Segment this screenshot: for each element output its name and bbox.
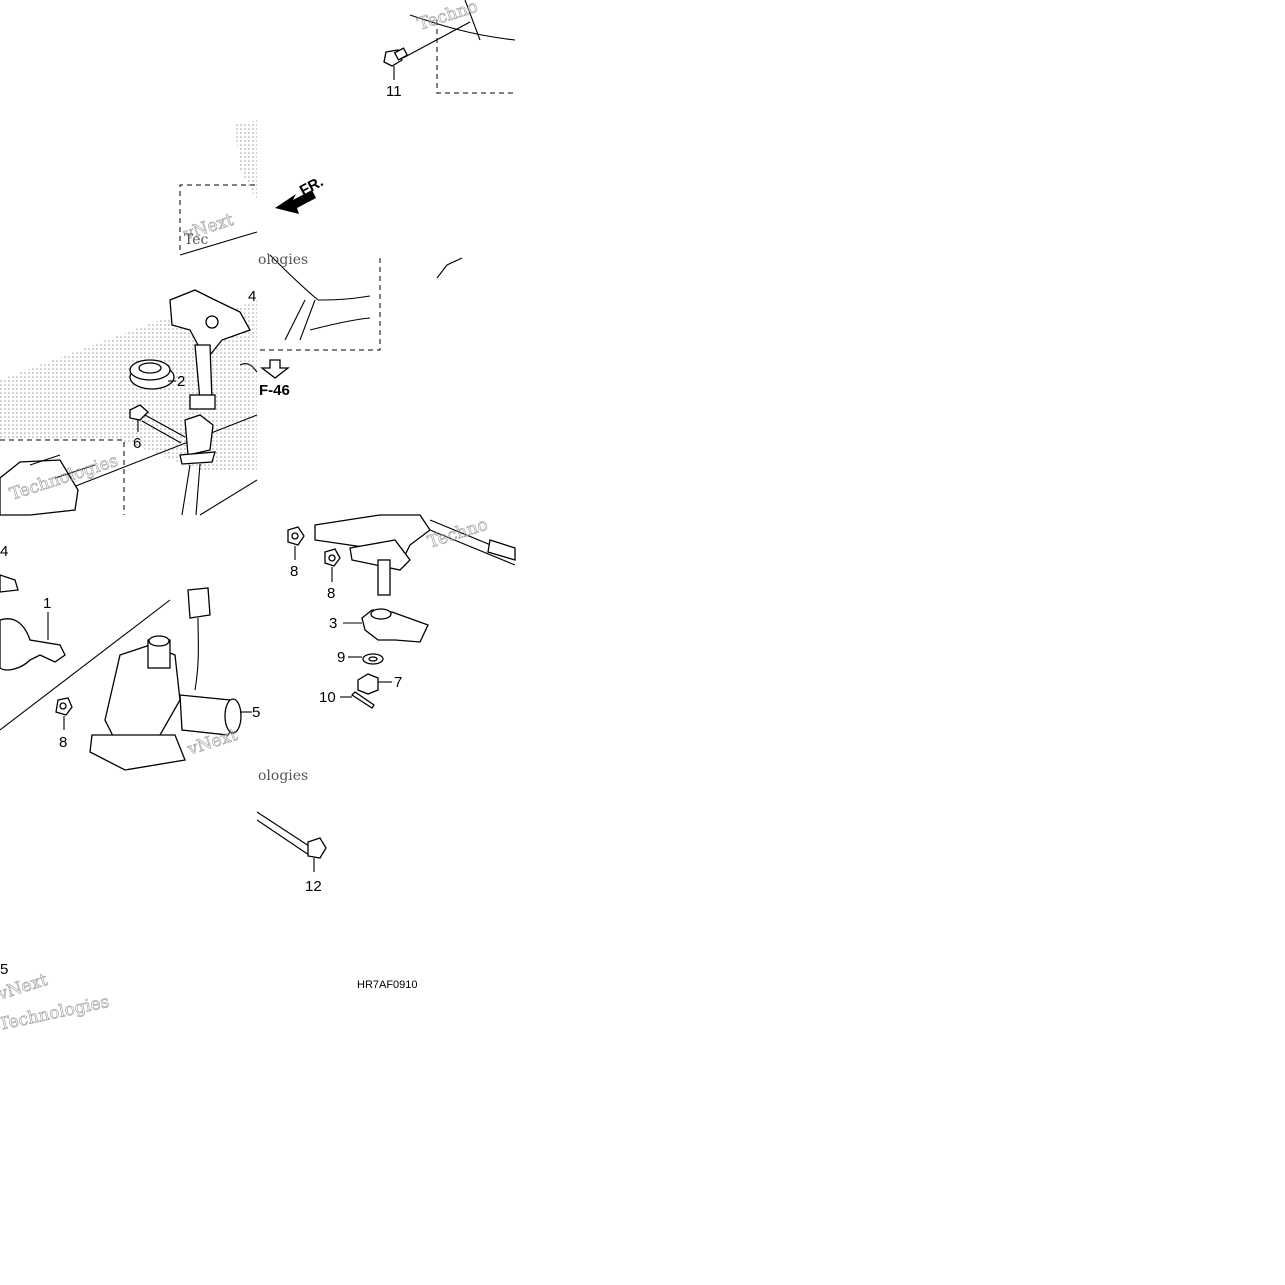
stipple-panel-top (235, 120, 257, 200)
watermark-text: Techno (415, 0, 480, 35)
callout-7: 7 (394, 674, 402, 691)
callout-2: 2 (177, 373, 185, 390)
callout-8-right: 8 (327, 585, 335, 602)
housing-lead (29, 454, 61, 466)
tile-direction: FR. F-46 ologies (239, 173, 463, 399)
bolt-11-shank (402, 21, 471, 59)
frame-line (269, 254, 319, 301)
callout-8-left: 8 (59, 734, 67, 751)
housing-left (0, 459, 79, 516)
arrow-icon (275, 190, 316, 214)
dust-seal-part-2 (129, 359, 175, 390)
body-line-3 (199, 479, 258, 516)
dashed-frame-mid (257, 258, 381, 351)
dashed-frame-upper (179, 184, 257, 250)
dashed-frame-top (436, 20, 515, 94)
cotter-pin-part-10 (350, 691, 375, 709)
shaft-lower (181, 464, 191, 516)
direction-label: FR. (297, 173, 326, 199)
watermark-brand-2: Tec (184, 232, 209, 248)
nut-part-8-left (55, 697, 73, 716)
callout-3: 3 (329, 615, 337, 632)
check-mark-line (436, 257, 463, 279)
steering-column-part-4 (169, 289, 251, 465)
callout-9: 9 (337, 649, 345, 666)
callout-4-top: 4 (248, 288, 256, 305)
callout-8-mid: 8 (290, 563, 298, 580)
bolt-12-shank-2 (256, 819, 310, 856)
housing-lead-2 (54, 464, 96, 479)
callout-10: 10 (319, 689, 336, 706)
clamp-part-1 (0, 574, 66, 671)
frame-edge-2 (464, 0, 481, 41)
watermark-text-5: ologies (258, 768, 308, 784)
frame-line-5 (309, 317, 371, 331)
washer-part-9 (362, 653, 384, 665)
bolt-part-12 (307, 837, 327, 859)
watermark-text-4: Techno (425, 515, 490, 553)
bolt-12-shank (256, 811, 313, 849)
callout-5: 5 (252, 704, 260, 721)
callout-1: 1 (43, 595, 51, 612)
castle-nut-part-7 (357, 673, 379, 695)
tile-column: 4 2 6 vNext Tec Technologies (0, 120, 258, 516)
nut-part-8-mid (287, 526, 305, 546)
frame-line-4 (317, 295, 371, 301)
eps-motor-part-5 (89, 587, 242, 771)
drawing-code: HR7AF0910 (357, 979, 418, 991)
callout-12: 12 (305, 878, 322, 895)
tile-bolt-12: 12 ologies (256, 768, 327, 895)
nut-part-8-right (324, 548, 341, 567)
tile-bottom: 5 HR7AF0910 vNext Technologies (0, 961, 418, 1035)
frame-line-2 (284, 299, 306, 341)
tile-eps-unit: 4 1 5 8 vNext (0, 543, 260, 771)
body-line (179, 231, 258, 256)
callout-6: 6 (133, 435, 141, 452)
watermark-text-3: ologies (258, 252, 308, 268)
callout-4-left: 4 (0, 543, 8, 560)
pitman-arm-part-3 (361, 608, 429, 643)
edge-label: 5 (0, 961, 8, 978)
bolt-11 (383, 47, 409, 67)
reference-label: F-46 (259, 382, 290, 399)
tile-pitman-arm: 8 8 3 9 7 10 Techno (287, 514, 516, 709)
frame-line-3 (299, 299, 316, 341)
steering-arm-assembly (314, 514, 516, 596)
reference-arrow-icon (260, 359, 290, 379)
tile-top: 11 Techno (383, 0, 516, 100)
shaft-lower-2 (195, 463, 201, 516)
dashed-frame-lower (0, 439, 125, 515)
bolt-part-6 (129, 404, 186, 444)
leader-long (0, 599, 171, 731)
callout-11: 11 (386, 83, 402, 100)
clip (239, 363, 258, 373)
